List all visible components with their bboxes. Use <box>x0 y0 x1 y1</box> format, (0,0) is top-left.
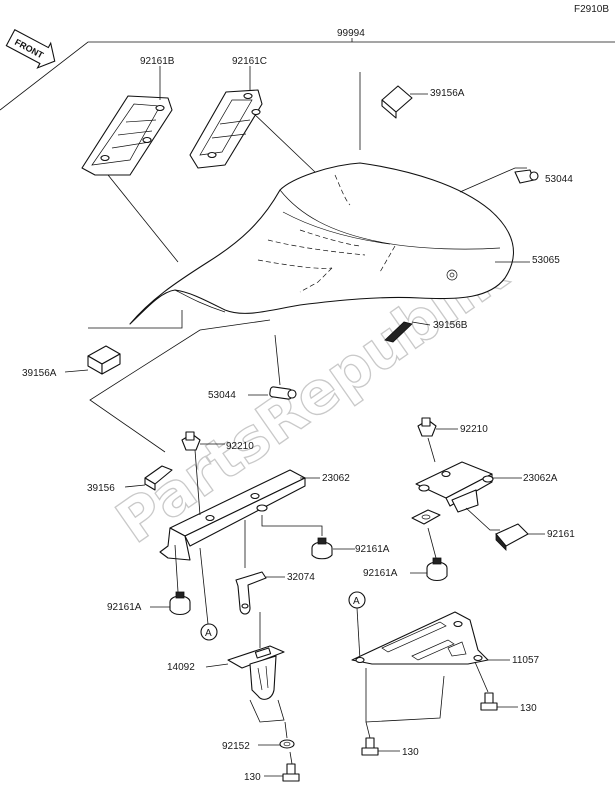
clip-53044-top <box>514 169 539 184</box>
pad-39156B <box>384 321 413 343</box>
callout-39156A-top: 39156A <box>430 88 465 99</box>
callout-130-right: 130 <box>520 703 537 714</box>
callout-130-mid: 130 <box>402 747 419 758</box>
callout-92210-right: 92210 <box>460 424 488 435</box>
callout-92161A-mid: 92161A <box>355 544 390 555</box>
callout-53044-mid: 53044 <box>208 390 236 401</box>
clip-53044-mid <box>269 386 297 400</box>
seat-cowl <box>129 162 514 325</box>
callout-14092: 14092 <box>167 662 195 673</box>
damper-92161A-left <box>169 591 191 616</box>
hook-32074 <box>235 571 267 615</box>
bracket-23062A <box>411 461 494 525</box>
bolt-130-mid <box>361 737 379 756</box>
bolt-130-right <box>480 692 498 711</box>
nut-92210-right <box>417 417 437 437</box>
callout-32074: 32074 <box>287 572 315 583</box>
plate-11057 <box>351 611 489 665</box>
callout-53065: 53065 <box>532 255 560 266</box>
leader-39156B <box>411 321 431 326</box>
damper-92161A-right <box>426 557 448 582</box>
pad-39156A-top <box>381 85 413 119</box>
pad-39156A-left <box>87 345 121 375</box>
bolt-130-bottom <box>282 763 300 782</box>
ref-a-right: A <box>353 596 360 607</box>
callout-92161A-right: 92161A <box>363 568 398 579</box>
damper-92161B <box>81 95 173 176</box>
callout-92161B: 92161B <box>140 56 175 67</box>
nut-92210-left <box>181 431 201 451</box>
callout-130-bottom: 130 <box>244 772 261 783</box>
assembly-frame: 99994 <box>0 28 615 111</box>
callout-92152: 92152 <box>222 741 250 752</box>
leader-92161C <box>249 109 316 173</box>
callout-11057: 11057 <box>512 655 540 666</box>
callout-92210-left: 92210 <box>226 441 254 452</box>
damper-92161C <box>189 89 263 169</box>
ref-a-left-marker <box>200 623 218 641</box>
callout-23062: 23062 <box>322 473 350 484</box>
assembly-number: 99994 <box>337 28 365 39</box>
pad-92161 <box>495 523 529 551</box>
ref-a-left: A <box>205 628 212 639</box>
bracket-23062 <box>159 469 306 561</box>
callout-39156B: 39156B <box>433 320 468 331</box>
washer-92152 <box>279 739 295 749</box>
leader-92161B <box>99 164 179 263</box>
callout-92161A-left: 92161A <box>107 602 142 613</box>
figure-code: F2910B <box>574 4 609 15</box>
front-arrow-icon: FRONT <box>5 28 56 69</box>
leader-53044-top <box>459 167 527 193</box>
pad-39156 <box>144 465 173 491</box>
damper-92161A-mid <box>311 537 333 560</box>
callout-92161C: 92161C <box>232 56 267 67</box>
callout-53044: 53044 <box>545 174 573 185</box>
bracket-14092 <box>227 645 285 700</box>
callout-39156A-left: 39156A <box>22 368 57 379</box>
callout-39156: 39156 <box>87 483 115 494</box>
callout-23062A: 23062A <box>523 473 558 484</box>
callout-92161: 92161 <box>547 529 575 540</box>
